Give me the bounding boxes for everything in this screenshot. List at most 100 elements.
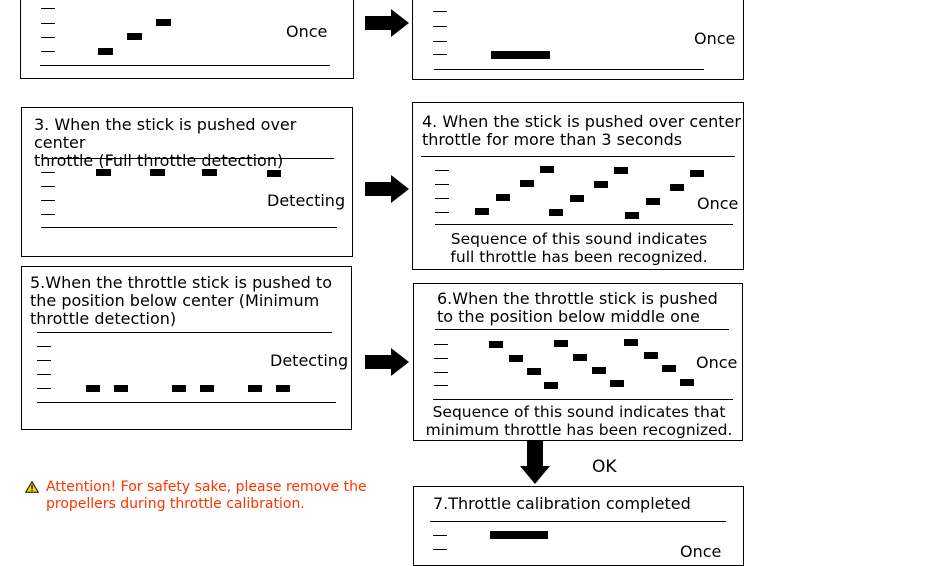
beep-tone <box>592 367 606 374</box>
beep-tone <box>520 180 534 187</box>
level-tick <box>41 51 55 52</box>
level-tick <box>41 8 55 9</box>
level-tick <box>37 388 51 389</box>
level-tick <box>37 374 51 375</box>
beep-tone <box>573 354 587 361</box>
level-tick <box>434 344 448 345</box>
beep-tone <box>594 181 608 188</box>
level-tick <box>433 11 447 12</box>
beep-tone <box>202 169 217 176</box>
beep-tone <box>614 167 628 174</box>
beep-tone <box>86 385 100 392</box>
step-title: 3. When the stick is pushed over center … <box>34 115 297 170</box>
panel-step-5: 5.When the throttle stick is pushed to t… <box>21 266 352 430</box>
beep-tone <box>276 385 290 392</box>
beep-tone <box>96 169 111 176</box>
panel-step-3: 3. When the stick is pushed over center … <box>21 107 353 257</box>
step-caption: Sequence of this sound indicates full th… <box>450 230 708 266</box>
beep-tone <box>114 385 128 392</box>
beep-tone <box>610 380 624 387</box>
level-tick <box>433 26 447 27</box>
level-tick <box>433 549 447 550</box>
separator <box>430 521 726 522</box>
right-arrow-icon <box>365 9 409 37</box>
status-label: Detecting <box>267 191 346 210</box>
level-tick <box>433 535 447 536</box>
beep-tone <box>540 166 554 173</box>
warning-triangle-icon <box>25 481 39 493</box>
level-tick <box>41 186 55 187</box>
status-label: Once <box>286 22 328 41</box>
beep-tone <box>670 184 684 191</box>
panel-step-7: 7.Throttle calibration completed Once <box>413 486 744 566</box>
status-label: Once <box>696 353 738 372</box>
baseline <box>37 402 336 403</box>
level-tick <box>435 198 449 199</box>
panel-step-4: 4. When the stick is pushed over center … <box>412 102 744 270</box>
beep-tone <box>491 51 550 59</box>
beep-tone <box>624 339 638 346</box>
right-arrow-icon <box>365 348 409 376</box>
level-tick <box>435 212 449 213</box>
status-label: Once <box>694 29 736 48</box>
beep-tone <box>625 212 639 219</box>
level-tick <box>37 346 51 347</box>
level-tick <box>435 170 449 171</box>
beep-tone <box>490 531 548 539</box>
beep-tone <box>690 170 704 177</box>
step-title: 7.Throttle calibration completed <box>433 494 691 513</box>
attention-text: Attention! For safety sake, please remov… <box>46 479 367 512</box>
level-tick <box>41 37 55 38</box>
level-tick <box>434 385 448 386</box>
level-tick <box>433 41 447 42</box>
level-tick <box>433 54 447 55</box>
baseline <box>41 227 337 228</box>
level-tick <box>41 172 55 173</box>
baseline <box>435 224 733 225</box>
down-arrow-icon <box>520 440 550 484</box>
level-tick <box>41 214 55 215</box>
status-label: Once <box>680 542 722 561</box>
right-arrow-icon <box>365 175 409 203</box>
beep-tone <box>549 209 563 216</box>
beep-tone <box>127 33 142 40</box>
separator <box>421 156 735 157</box>
beep-tone <box>527 368 541 375</box>
beep-tone <box>475 208 489 215</box>
beep-tone <box>150 169 165 176</box>
beep-tone <box>554 340 568 347</box>
beep-tone <box>98 48 113 55</box>
ok-label: OK <box>592 457 617 477</box>
separator <box>41 158 334 159</box>
baseline <box>40 65 330 66</box>
panel-step-6: 6.When the throttle stick is pushed to t… <box>413 283 743 441</box>
beep-tone <box>156 19 171 26</box>
beep-tone <box>489 341 503 348</box>
beep-tone <box>200 385 214 392</box>
step-title: 4. When the stick is pushed over center … <box>422 112 741 149</box>
beep-tone <box>496 194 510 201</box>
status-label: Detecting <box>270 351 349 370</box>
beep-tone <box>570 195 584 202</box>
separator <box>435 329 729 330</box>
level-tick <box>41 200 55 201</box>
level-tick <box>434 358 448 359</box>
beep-tone <box>646 198 660 205</box>
beep-tone <box>680 379 694 386</box>
step-caption: Sequence of this sound indicates that mi… <box>425 403 733 439</box>
step-title: 5.When the throttle stick is pushed to t… <box>30 273 332 328</box>
level-tick <box>434 372 448 373</box>
panel-step-1: Once <box>20 0 354 79</box>
step-title: 6.When the throttle stick is pushed to t… <box>437 289 718 326</box>
beep-tone <box>509 355 523 362</box>
status-label: Once <box>697 194 739 213</box>
beep-tone <box>544 382 558 389</box>
beep-tone <box>248 385 262 392</box>
beep-tone <box>172 385 186 392</box>
panel-step-2: Once <box>412 0 744 80</box>
level-tick <box>41 23 55 24</box>
level-tick <box>435 184 449 185</box>
separator <box>37 332 332 333</box>
beep-tone <box>662 365 676 372</box>
beep-tone <box>267 170 281 177</box>
